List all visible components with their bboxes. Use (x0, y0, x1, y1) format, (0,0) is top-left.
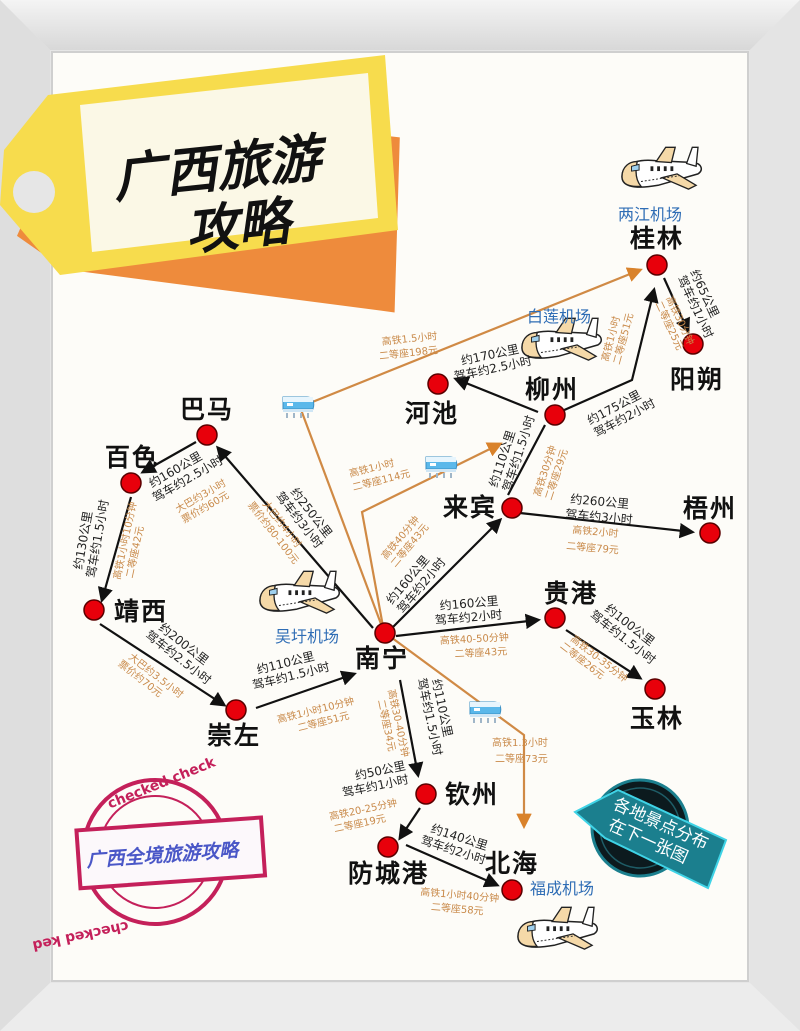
city-label-liuzhou: 柳州 (525, 375, 579, 404)
city-label-bama: 巴马 (180, 395, 234, 424)
city-label-nanning: 南宁 (355, 644, 409, 673)
airport-label-guilin: 两江机场 (618, 205, 682, 224)
airport-labels: 两江机场 白莲机场 吴圩机场 福成机场 (275, 205, 682, 898)
airport-label-nanning: 吴圩机场 (275, 627, 339, 646)
title-line-2: 攻略 (183, 191, 300, 262)
city-label-baise: 百色 (105, 443, 159, 472)
city-labels: 桂林 阳朔 柳州 河池 巴马 百色 来宾 梧州 靖西 南宁 贵港 玉林 崇左 钦… (105, 224, 737, 888)
route-nanning-beihai-rail: 高铁1.3小时 二等座73元 (492, 736, 548, 765)
node-fangchenggang[interactable] (377, 836, 399, 858)
node-nanning[interactable] (374, 622, 396, 644)
node-yulin[interactable] (644, 678, 666, 700)
city-label-wuzhou: 梧州 (683, 494, 737, 523)
svg-text:二等座73元: 二等座73元 (495, 752, 548, 765)
drive-lines (97, 277, 696, 888)
svg-text:高铁2小时: 高铁2小时 (572, 523, 619, 540)
svg-text:驾车约3小时: 驾车约3小时 (565, 506, 634, 527)
svg-text:高铁1.3小时: 高铁1.3小时 (492, 736, 548, 749)
city-label-yulin: 玉林 (630, 704, 684, 733)
node-hechi[interactable] (427, 373, 449, 395)
city-label-fangchenggang: 防城港 (348, 859, 429, 888)
svg-text:高铁40-50分钟: 高铁40-50分钟 (439, 630, 509, 647)
svg-text:二等座43元: 二等座43元 (454, 645, 507, 661)
city-label-yangshuo: 阳朔 (670, 365, 724, 394)
node-yangshuo[interactable] (682, 333, 704, 355)
node-beihai[interactable] (501, 879, 523, 901)
node-qinzhou[interactable] (415, 783, 437, 805)
city-label-hechi: 河池 (405, 399, 459, 428)
node-wuzhou[interactable] (699, 522, 721, 544)
node-baise[interactable] (120, 472, 142, 494)
svg-text:约160公里: 约160公里 (439, 593, 499, 613)
svg-text:约260公里: 约260公里 (570, 491, 630, 511)
node-chongzuo[interactable] (225, 699, 247, 721)
node-liuzhou[interactable] (544, 404, 566, 426)
node-laibin[interactable] (501, 497, 523, 519)
node-guilin[interactable] (646, 254, 668, 276)
node-guigang[interactable] (544, 607, 566, 629)
airport-label-liuzhou: 白莲机场 (527, 307, 591, 326)
svg-text:驾车约2小时: 驾车约2小时 (434, 607, 503, 628)
city-label-jingxi: 靖西 (114, 597, 168, 626)
title-tag: 广西旅游 攻略 (0, 55, 400, 313)
next-page-badge[interactable]: 各地景点分布 在下一张图 (573, 778, 728, 890)
airport-label-beihai: 福成机场 (530, 879, 594, 898)
city-label-guilin: 桂林 (630, 224, 684, 253)
city-label-beihai: 北海 (485, 849, 539, 878)
city-label-qinzhou: 钦州 (445, 780, 499, 809)
city-label-chongzuo: 崇左 (207, 721, 261, 750)
city-nodes (83, 254, 721, 901)
route-nanning-guigang: 约160公里 驾车约2小时 高铁40-50分钟 二等座43元 (434, 593, 509, 661)
node-bama[interactable] (196, 424, 218, 446)
city-label-laibin: 来宾 (443, 493, 497, 522)
city-label-guigang: 贵港 (544, 579, 598, 608)
node-jingxi[interactable] (83, 599, 105, 621)
